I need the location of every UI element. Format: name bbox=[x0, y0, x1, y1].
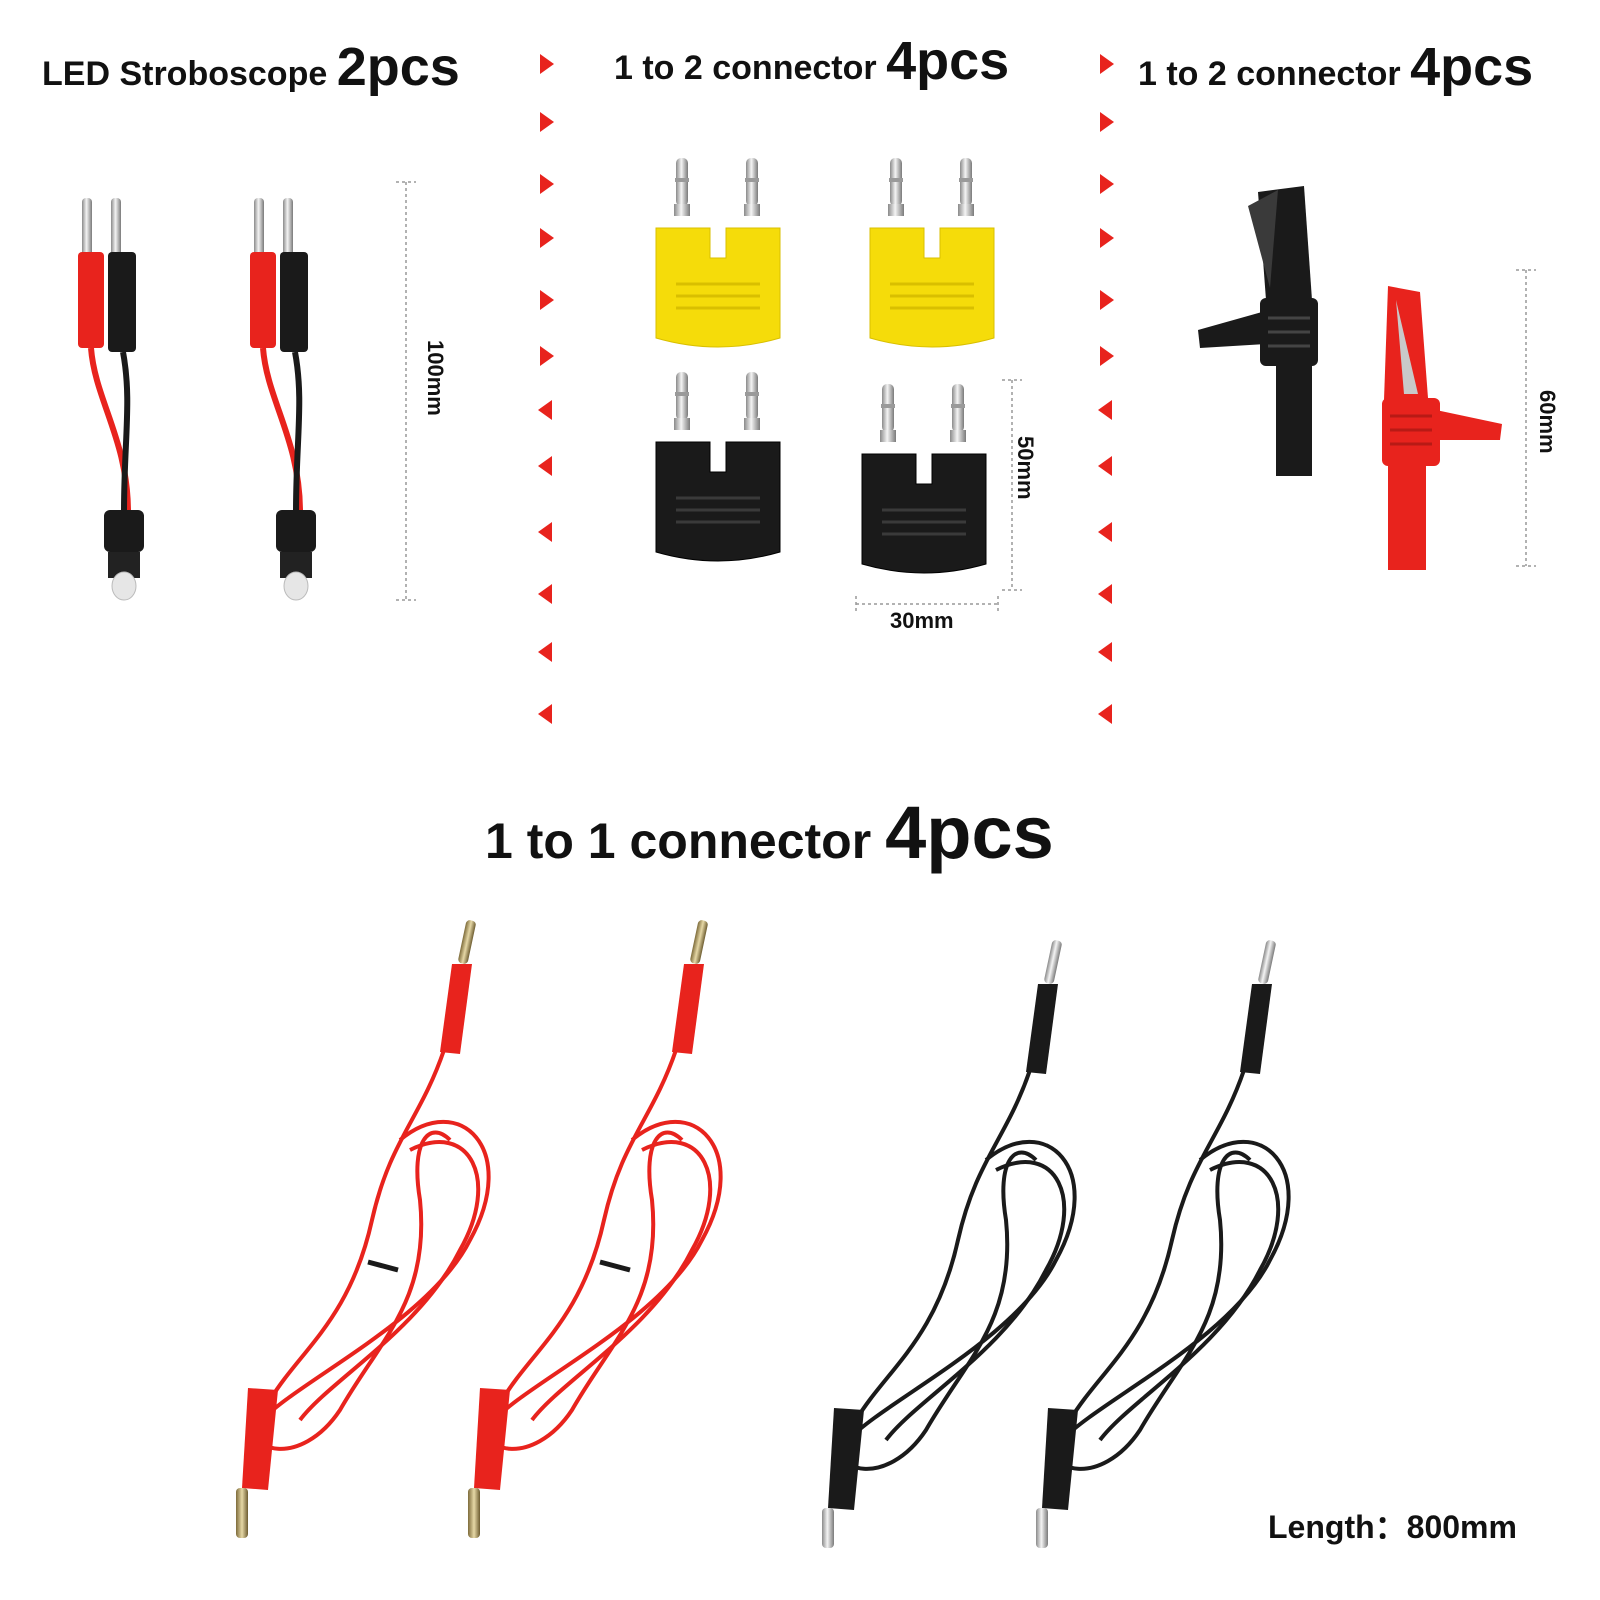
black-adapter-2 bbox=[861, 384, 987, 574]
chevron-left-icon bbox=[538, 400, 552, 420]
chevron-right-icon bbox=[1100, 346, 1114, 366]
chevron-right-icon bbox=[540, 174, 554, 194]
led-heading: LED Stroboscope 2pcs bbox=[42, 36, 460, 98]
chevron-left-icon bbox=[1098, 456, 1112, 476]
test-leads-qty: 4pcs bbox=[885, 791, 1054, 874]
chevron-left-icon bbox=[538, 642, 552, 662]
chevron-right-icon bbox=[1100, 112, 1114, 132]
clip-adapter-qty: 4pcs bbox=[1410, 37, 1534, 97]
chevron-right-icon bbox=[540, 54, 554, 74]
black-test-lead-2 bbox=[1036, 940, 1291, 1548]
black-clip bbox=[1198, 186, 1318, 476]
divider-right bbox=[1098, 54, 1114, 724]
yellow-adapter-1 bbox=[655, 158, 781, 348]
chevron-left-icon bbox=[1098, 584, 1112, 604]
chevron-right-icon bbox=[540, 112, 554, 132]
plug-adapter-qty: 4pcs bbox=[886, 31, 1010, 91]
led-stroboscope-2 bbox=[250, 198, 316, 601]
plug-adapter-label: 1 to 2 connector bbox=[614, 49, 877, 87]
clip-adapter-heading: 1 to 2 connector 4pcs bbox=[1138, 36, 1533, 98]
yellow-adapter-2 bbox=[869, 158, 995, 348]
test-leads-label: 1 to 1 connector bbox=[485, 813, 872, 869]
black-adapter-1 bbox=[655, 372, 781, 562]
chevron-left-icon bbox=[1098, 522, 1112, 542]
chevron-left-icon bbox=[1098, 704, 1112, 724]
led-qty: 2pcs bbox=[336, 37, 460, 97]
red-test-lead-2 bbox=[468, 920, 723, 1538]
clip-adapter-label: 1 to 2 connector bbox=[1138, 55, 1401, 93]
chevron-right-icon bbox=[1100, 228, 1114, 248]
test-leads-heading: 1 to 1 connector 4pcs bbox=[485, 790, 1054, 875]
red-test-lead-1 bbox=[236, 920, 491, 1538]
plug-adapter-dimension-lines bbox=[855, 379, 1022, 612]
chevron-right-icon bbox=[540, 228, 554, 248]
led-label: LED Stroboscope bbox=[42, 55, 328, 93]
chevron-right-icon bbox=[540, 346, 554, 366]
plug-adapter-heading: 1 to 2 connector 4pcs bbox=[614, 30, 1009, 92]
chevron-left-icon bbox=[538, 584, 552, 604]
chevron-right-icon bbox=[1100, 54, 1114, 74]
lead-length-label: Length：800mm bbox=[1268, 1509, 1517, 1545]
chevron-left-icon bbox=[1098, 642, 1112, 662]
chevron-left-icon bbox=[538, 704, 552, 724]
chevron-right-icon bbox=[1100, 174, 1114, 194]
clip-dimension-line bbox=[1516, 269, 1536, 567]
divider-left bbox=[538, 54, 554, 724]
plug-adapter-width-label: 30mm bbox=[890, 608, 954, 633]
chevron-left-icon bbox=[538, 522, 552, 542]
chevron-right-icon bbox=[540, 290, 554, 310]
black-test-lead-1 bbox=[822, 940, 1077, 1548]
red-clip bbox=[1382, 286, 1502, 570]
led-dimension-line bbox=[396, 181, 416, 601]
chevron-left-icon bbox=[538, 456, 552, 476]
chevron-left-icon bbox=[1098, 400, 1112, 420]
led-stroboscope-1 bbox=[78, 198, 144, 601]
chevron-right-icon bbox=[1100, 290, 1114, 310]
